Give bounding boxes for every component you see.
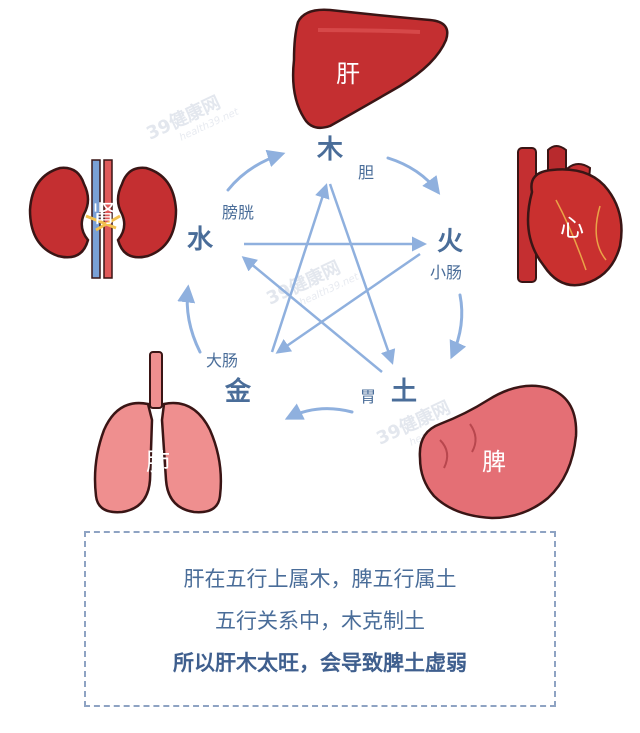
caption-line-2: 五行关系中，木克制土 <box>215 609 425 633</box>
organ-label-spleen: 脾 <box>482 448 506 476</box>
kidney-icon-right <box>116 166 178 259</box>
heart-illustration: 心 <box>517 145 623 287</box>
caption-line-3: 所以肝木太旺，会导致脾土虚弱 <box>173 651 467 675</box>
lung-icon-left <box>93 401 154 514</box>
arrow-earth-to-water <box>241 256 383 373</box>
partner-label-small-intestine: 小肠 <box>430 263 462 282</box>
kidney-illustration: 肾 <box>28 159 178 279</box>
kidney-icon-left <box>28 166 90 259</box>
liver-illustration: 肝 <box>291 8 449 129</box>
liver-icon <box>291 8 449 129</box>
lung-icon-right <box>160 401 223 514</box>
caption-box: 肝在五行上属木，脾五行属土 五行关系中，木克制土 所以肝木太旺，会导致脾土虚弱 <box>84 531 556 707</box>
element-label-wood: 木 <box>316 135 343 165</box>
partner-label-bladder: 膀胱 <box>222 203 254 222</box>
arrow-fire-to-earth <box>449 293 467 360</box>
organ-label-kidney: 肾 <box>92 200 116 228</box>
caption-line-1: 肝在五行上属木，脾五行属土 <box>183 567 457 591</box>
arrow-water-to-wood <box>226 149 286 192</box>
arrow-metal-to-water <box>177 284 202 354</box>
generating-cycle <box>177 149 467 420</box>
organ-label-heart: 心 <box>560 214 584 242</box>
arrow-fire-to-metal <box>275 252 421 354</box>
element-label-earth: 土 <box>391 377 417 407</box>
controlling-star <box>241 183 427 373</box>
arrow-earth-to-metal <box>284 403 354 420</box>
watermark-top: 39健康网 health39.net <box>143 91 242 144</box>
lung-illustration: 肺 <box>93 351 223 514</box>
spleen-icon <box>418 384 578 520</box>
organ-label-lung: 肺 <box>146 448 170 476</box>
partner-label-stomach: 胃 <box>360 387 376 406</box>
partner-label-large-intestine: 大肠 <box>206 351 238 370</box>
diagram-canvas: 39健康网 health39.net 39健康网 health39.net 39… <box>28 8 623 520</box>
element-label-water: 水 <box>187 225 214 255</box>
arrow-metal-to-wood <box>270 183 330 353</box>
organ-label-liver: 肝 <box>336 60 360 88</box>
arrow-wood-to-fire <box>386 156 441 195</box>
element-label-fire: 火 <box>437 227 463 257</box>
spleen-illustration: 脾 <box>418 384 578 520</box>
partner-label-gallbladder: 胆 <box>358 163 374 182</box>
arrow-wood-to-earth <box>328 183 396 365</box>
heart-icon <box>526 168 623 287</box>
element-label-metal: 金 <box>224 376 252 407</box>
